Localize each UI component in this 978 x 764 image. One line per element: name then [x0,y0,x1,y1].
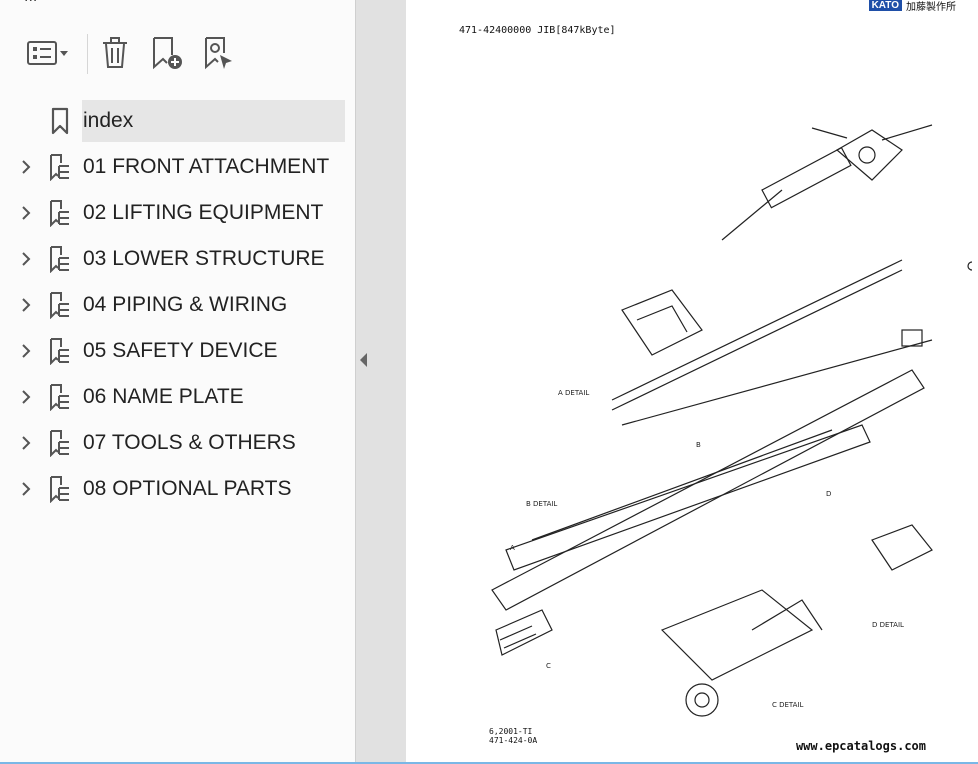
bookmark-label: 08 OPTIONAL PARTS [83,477,292,500]
detail-label-d: D DETAIL [872,621,904,629]
bookmark-item-front-attachment[interactable]: 01 FRONT ATTACHMENT [0,146,345,188]
bookmark-item-tools-others[interactable]: 07 TOOLS & OTHERS [0,422,345,464]
chevron-right-icon [22,390,31,404]
bookmark-item-lifting-equipment[interactable]: 02 LIFTING EQUIPMENT [0,192,345,234]
bookmark-label: 01 FRONT ATTACHMENT [83,155,330,178]
drawing-footer: 6,2001-TI 471-424-0A [489,727,537,745]
expand-chevron[interactable] [18,422,34,464]
bookmark-tree-icon [50,154,69,181]
bookmark-label: 06 NAME PLATE [83,385,244,408]
bottom-accent-line [0,762,978,764]
bookmark-icon [51,107,69,135]
document-page: KATO 加藤製作所 471-42400000 JIB[847kByte] [406,0,978,764]
chevron-right-icon [22,252,31,266]
chevron-right-icon [22,482,31,496]
chevron-right-icon [22,344,31,358]
bookmark-item-lower-structure[interactable]: 03 LOWER STRUCTURE [0,238,345,280]
triangle-left-icon [360,353,367,367]
expand-chevron[interactable] [18,284,34,326]
panel-title-clipped: ... [24,0,37,6]
callout-b: B [696,441,701,449]
find-bookmark-button[interactable] [198,30,238,76]
collapse-panel-button[interactable] [356,340,372,380]
delete-bookmark-button[interactable] [96,30,134,76]
add-bookmark-button[interactable] [146,30,186,76]
toolbar-separator [87,34,88,74]
expand-chevron[interactable] [18,192,34,234]
bookmark-tree-icon [50,384,69,411]
bookmark-item-piping-wiring[interactable]: 04 PIPING & WIRING [0,284,345,326]
chevron-right-icon [22,436,31,450]
trash-icon [103,37,127,68]
bookmark-tree-icon [50,200,69,227]
bookmark-item-name-plate[interactable]: 06 NAME PLATE [0,376,345,418]
bookmark-label: 03 LOWER STRUCTURE [83,247,325,270]
callout-a: A [510,544,515,552]
expand-chevron[interactable] [18,146,34,188]
bookmark-item-index[interactable]: index [0,100,345,142]
bookmark-item-safety-device[interactable]: 05 SAFETY DEVICE [0,330,345,372]
bookmark-add-icon [153,37,182,70]
bookmark-item-optional-parts[interactable]: 08 OPTIONAL PARTS [0,468,345,510]
drawing-header: 471-42400000 JIB[847kByte] [459,25,616,36]
chevron-right-icon [22,160,31,174]
expand-chevron[interactable] [18,376,34,418]
callout-c: C [546,662,551,670]
footer-line-2: 471-424-0A [489,736,538,745]
logo-text: 加藤製作所 [906,2,956,13]
detail-label-c: C DETAIL [772,701,804,709]
panel-header-clipped: ... [0,0,355,22]
bookmarks-panel: ... [0,0,355,764]
chevron-right-icon [22,298,31,312]
expand-chevron[interactable] [18,330,34,372]
bookmark-label: index [83,109,134,132]
detail-label-a: A DETAIL [558,389,589,397]
options-menu-button[interactable] [22,30,72,76]
bookmark-label: 07 TOOLS & OTHERS [83,431,296,454]
detail-label-b: B DETAIL [526,500,557,508]
company-logo: KATO 加藤製作所 [868,0,956,13]
bookmark-search-icon [205,37,232,70]
bookmark-tree-icon [50,476,69,503]
expand-chevron[interactable] [18,468,34,510]
bookmark-tree-icon [50,430,69,457]
bookmark-label: 04 PIPING & WIRING [83,293,288,316]
bookmark-tree-icon [50,292,69,319]
footer-line-1: 6,2001-TI [489,727,533,736]
chevron-right-icon [22,206,31,220]
expand-chevron[interactable] [18,238,34,280]
panel-divider[interactable] [355,0,356,764]
list-options-icon [27,41,68,65]
bookmark-label: 05 SAFETY DEVICE [83,339,278,362]
callout-d: D [826,490,831,498]
viewer-gutter [356,0,406,764]
bookmark-tree-icon [50,246,69,273]
bookmark-tree-icon [50,338,69,365]
exploded-parts-diagram: A DETAIL B DETAIL C DETAIL D DETAIL A B … [491,124,972,717]
bookmarks-toolbar [0,30,355,78]
bookmark-label: 02 LIFTING EQUIPMENT [83,201,324,224]
logo-brand: KATO [868,0,902,11]
watermark-text: www.epcatalogs.com [795,739,926,753]
